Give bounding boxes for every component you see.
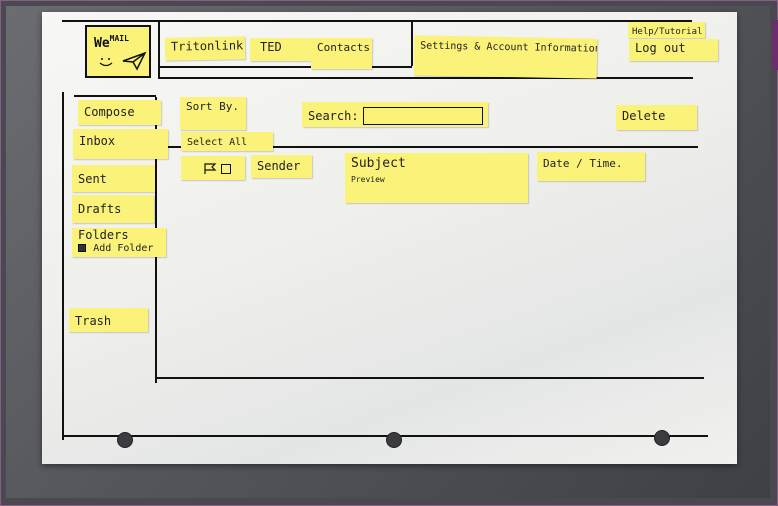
logout-label: Log out: [635, 41, 686, 55]
flag-icon: [204, 162, 217, 174]
date-time-label: Date / Time.: [543, 157, 623, 170]
nav-ted[interactable]: TED: [250, 38, 312, 61]
page-bottom-line: [62, 435, 708, 437]
nav-settings-label: Settings & Account Information: [420, 40, 598, 55]
binder-hole: [654, 430, 670, 446]
sidebar-item-trash[interactable]: Trash: [69, 308, 148, 332]
search-input[interactable]: [362, 107, 483, 125]
date-time-column-header[interactable]: Date / Time.: [537, 152, 645, 181]
paper-plane-icon: [122, 51, 147, 71]
sort-by-label: Sort By.: [186, 100, 239, 113]
drafts-label: Drafts: [78, 202, 122, 216]
preview-label: Preview: [351, 175, 385, 184]
nav-ted-label: TED: [260, 40, 282, 54]
logo-mail: MAIL: [109, 34, 129, 43]
delete-label: Delete: [622, 109, 666, 123]
subject-column-header[interactable]: Subject Preview: [345, 153, 528, 203]
logo-text: WeMAIL: [94, 34, 129, 51]
folders-label: Folders: [78, 228, 129, 242]
nav-contacts-label: Contacts: [317, 41, 370, 54]
header-bottom-short-line: [160, 66, 412, 68]
header-top-line: [62, 20, 692, 22]
logo-we: We: [94, 36, 110, 51]
trash-label: Trash: [75, 314, 112, 328]
nav-tritonlink[interactable]: Tritonlink: [164, 36, 246, 61]
sender-column-header[interactable]: Sender: [251, 155, 312, 178]
nav-contacts[interactable]: Contacts: [311, 38, 372, 69]
binder-hole: [386, 432, 402, 448]
header-divider-line: [158, 77, 693, 79]
checkbox-icon[interactable]: [221, 163, 231, 174]
nav-settings[interactable]: Settings & Account Information: [413, 35, 598, 79]
logout-button[interactable]: Log out: [629, 39, 718, 61]
toolbar-divider-line: [168, 146, 698, 148]
sort-by-dropdown[interactable]: Sort By.: [180, 97, 246, 130]
select-all-label: Select All: [187, 137, 248, 148]
flag-select-column-header[interactable]: [181, 156, 245, 180]
subject-label: Subject: [351, 156, 406, 171]
search-label: Search:: [308, 108, 359, 123]
sender-label: Sender: [257, 159, 301, 173]
header-left-vertical: [158, 20, 160, 78]
binder-hole: [117, 432, 133, 448]
search-bar[interactable]: Search:: [302, 102, 488, 127]
compose-label: Compose: [84, 105, 135, 119]
select-all-button[interactable]: Select All: [181, 132, 273, 151]
header-mid-vertical: [411, 20, 413, 66]
nav-help-label: Help/Tutorial: [632, 27, 703, 37]
sidebar-item-drafts[interactable]: Drafts: [72, 195, 154, 223]
add-folder-label: Add Folder: [93, 243, 154, 254]
sidebar-item-sent[interactable]: Sent: [72, 165, 155, 192]
corner-accent: [772, 20, 778, 70]
sidebar-top-line: [74, 95, 156, 97]
nav-tritonlink-label: Tritonlink: [170, 38, 244, 54]
inbox-label: Inbox: [79, 134, 116, 148]
smiley-icon: [99, 58, 113, 67]
nav-help-tutorial[interactable]: Help/Tutorial: [628, 22, 705, 38]
sidebar-item-folders[interactable]: Folders Add Folder: [72, 228, 166, 257]
wemail-logo[interactable]: WeMAIL: [85, 25, 151, 78]
content-bottom-line: [156, 377, 704, 379]
sent-label: Sent: [78, 172, 107, 186]
compose-button[interactable]: Compose: [78, 100, 161, 125]
delete-button[interactable]: Delete: [616, 105, 697, 130]
add-folder-icon: [78, 243, 86, 252]
left-border-line: [62, 92, 64, 440]
sidebar-item-inbox[interactable]: Inbox: [73, 129, 168, 159]
